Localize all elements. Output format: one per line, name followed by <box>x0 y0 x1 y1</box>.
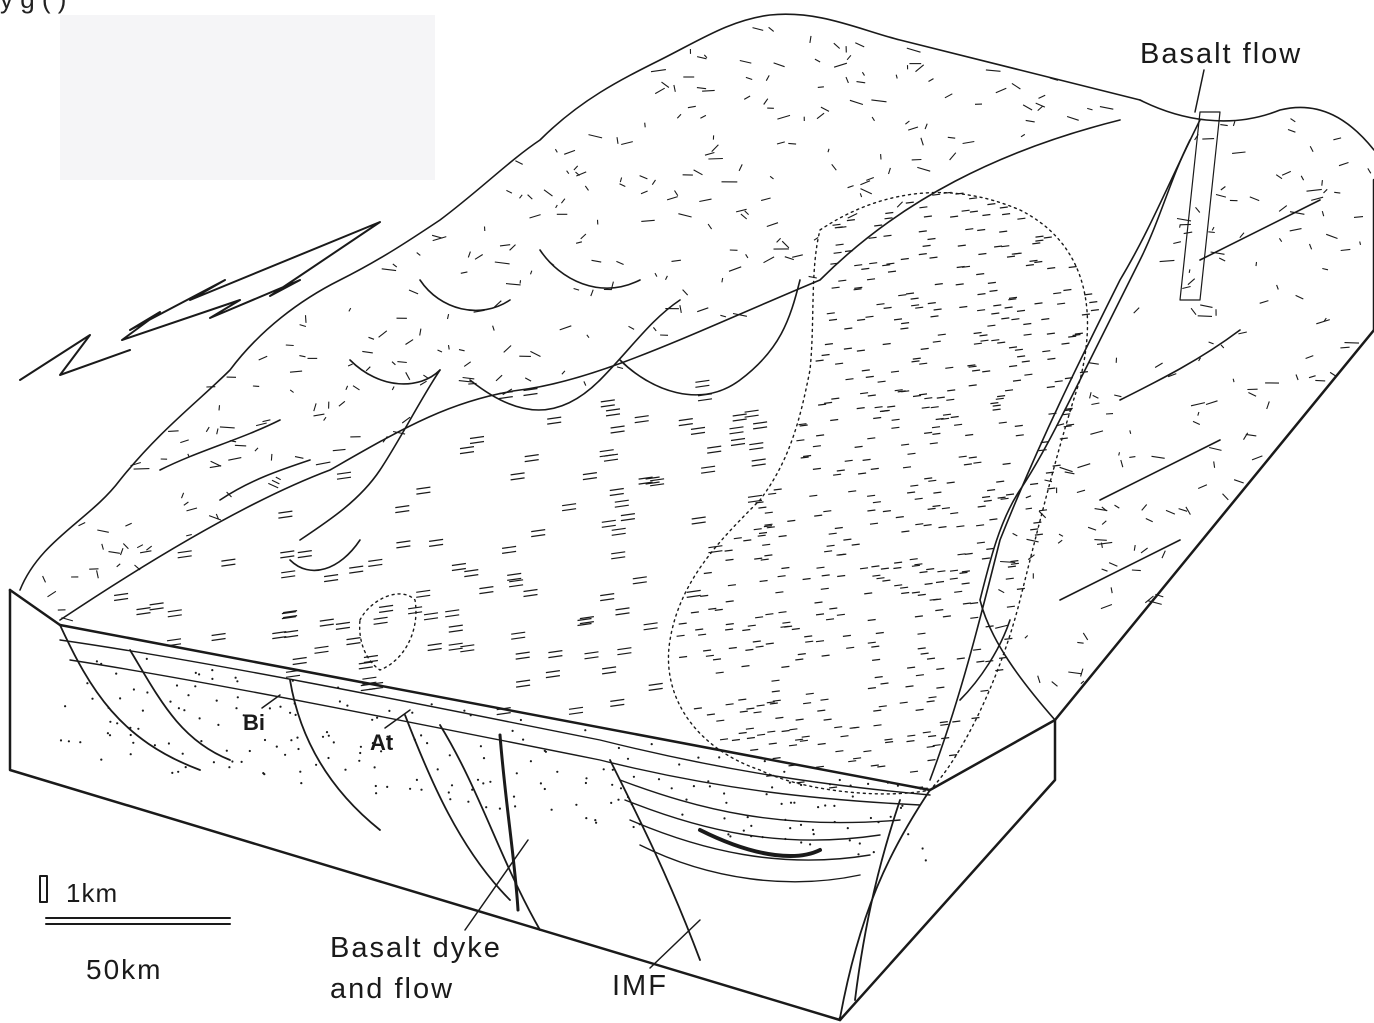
label-basalt-flow: Basalt flow <box>1140 40 1302 69</box>
label-basalt-dyke-line1: Basalt dyke <box>330 934 502 963</box>
figure-caption: y g ( ) <box>0 0 66 12</box>
label-basalt-dyke-line2: and flow <box>330 975 454 1004</box>
rift-floor <box>60 120 1200 780</box>
basin-strata <box>60 640 930 882</box>
scale-horizontal-label: 50km <box>86 956 162 984</box>
label-leaders <box>262 70 1204 968</box>
terrain-texture <box>43 27 1371 861</box>
scale-vertical-label: 1km <box>66 880 118 906</box>
label-bi: Bi <box>243 712 265 734</box>
right-escarpment <box>960 100 1374 720</box>
north-arrow-icon <box>20 222 380 380</box>
label-imf: IMF <box>612 972 668 1001</box>
label-at: At <box>370 732 393 754</box>
